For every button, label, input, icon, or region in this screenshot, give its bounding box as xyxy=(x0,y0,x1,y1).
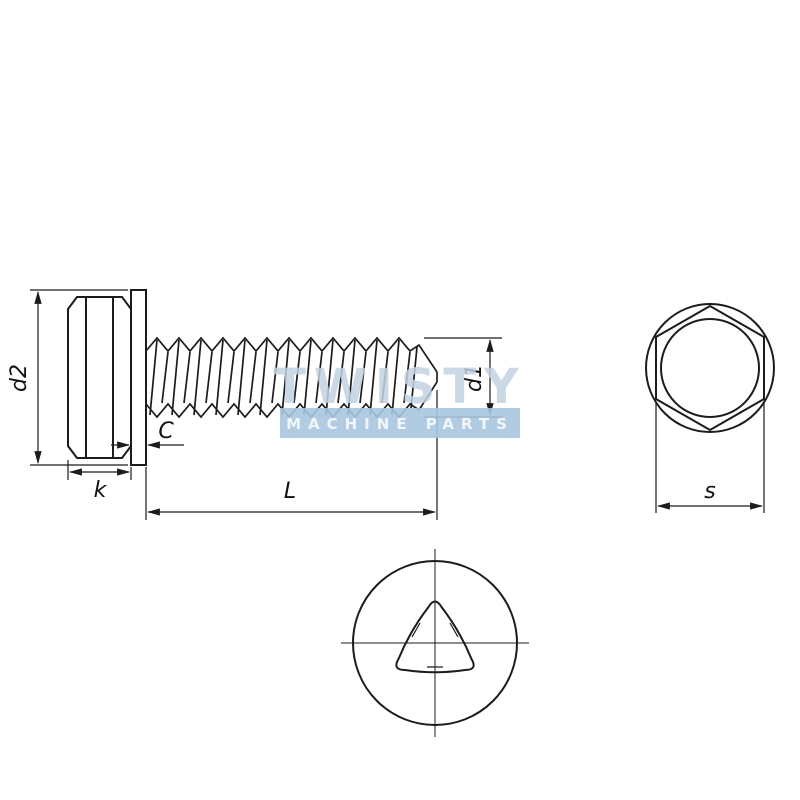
watermark-subtitle: MACHINE PARTS xyxy=(286,415,514,433)
side-view xyxy=(67,289,438,466)
k-label: k xyxy=(94,478,108,503)
washer-flange xyxy=(130,289,147,466)
dimension-c: C xyxy=(111,419,184,449)
dimension-s: s xyxy=(655,403,765,513)
hex-head-facet-lines xyxy=(85,297,114,458)
thread-flank-lines xyxy=(149,339,418,416)
d1-label: d1 xyxy=(462,364,487,392)
washer-outline-circle xyxy=(645,303,775,433)
bottom-view xyxy=(341,549,529,737)
watermark-title: TWISTY xyxy=(273,359,527,415)
trilobular-profile xyxy=(395,600,475,674)
hex-head-side xyxy=(67,296,132,459)
d2-label: d2 xyxy=(7,364,32,392)
c-label: C xyxy=(158,419,174,444)
d2-extension-lines xyxy=(30,289,128,466)
thread-root-lines xyxy=(161,351,411,404)
thread-relief-marks xyxy=(411,622,459,668)
s-label: s xyxy=(704,479,715,504)
thread-top-profile xyxy=(145,336,438,373)
dimension-d2: d2 xyxy=(7,289,128,466)
dimension-k: k xyxy=(67,460,132,503)
k-extension-lines xyxy=(67,460,132,480)
hex-outline xyxy=(655,304,765,432)
l-label: L xyxy=(284,479,296,504)
shank-outline-circle xyxy=(352,560,518,726)
watermark-band xyxy=(280,408,520,438)
end-view xyxy=(645,303,775,433)
watermark: TWISTY MACHINE PARTS xyxy=(273,359,527,438)
s-extension-lines xyxy=(655,403,765,513)
chamfer-circle xyxy=(660,318,760,418)
